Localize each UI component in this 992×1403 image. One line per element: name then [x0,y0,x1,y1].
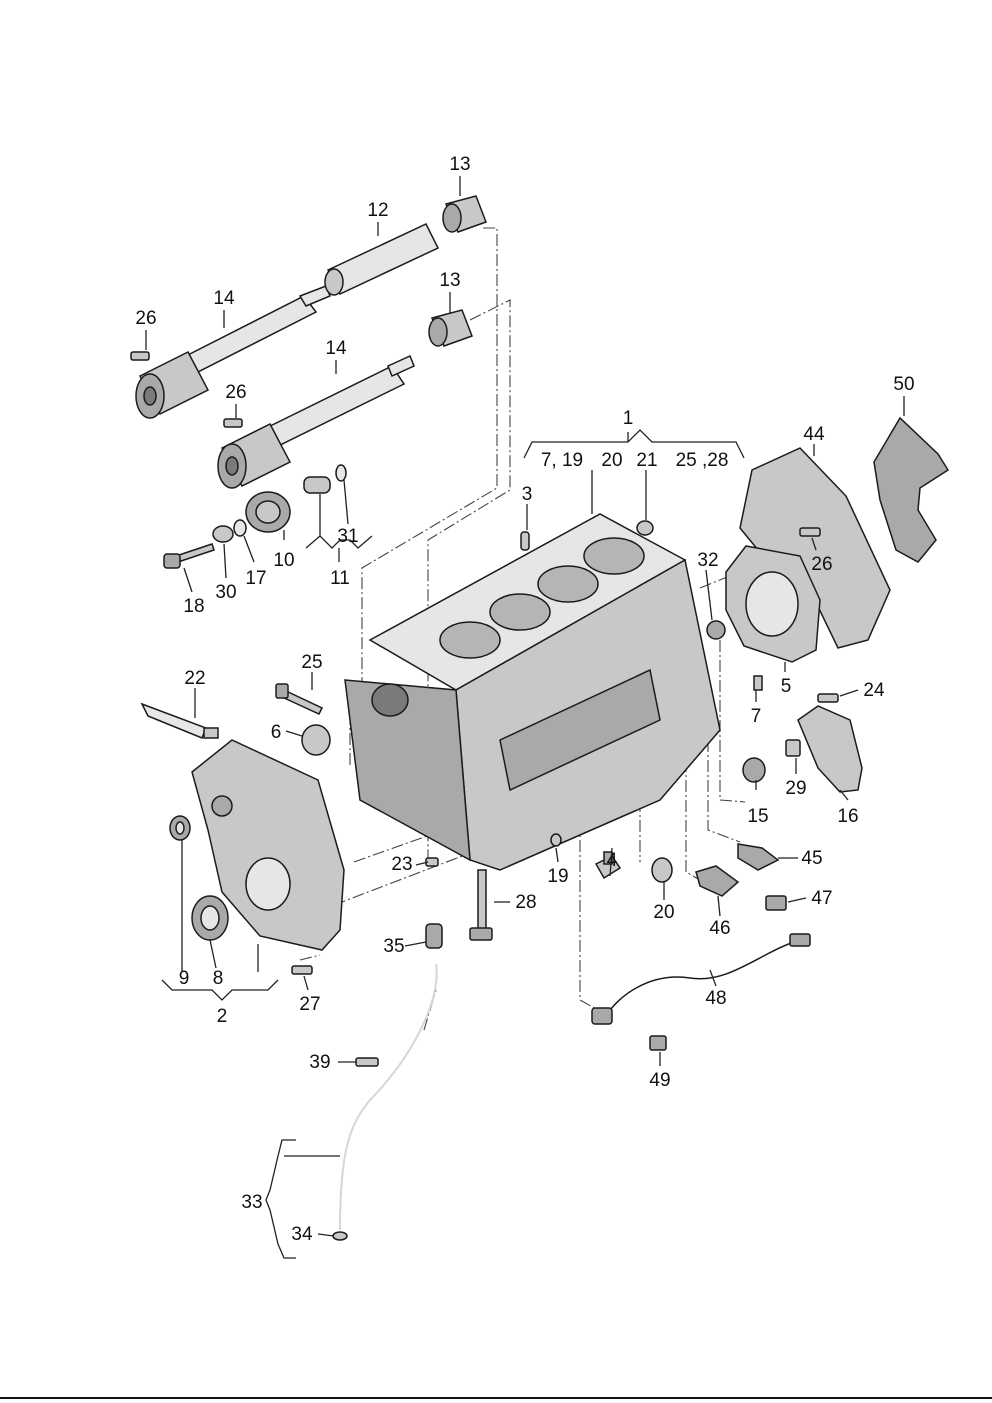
bolt-25 [275,683,324,715]
pin-7 [753,675,763,691]
label-23: 23 [391,854,412,875]
o-ring-34 [332,1231,348,1241]
label-33: 33 [241,1192,262,1213]
sealing-flange-5 [725,545,821,663]
label-10: 10 [273,550,294,571]
sensor-46 [695,865,740,897]
label-9: 9 [179,968,190,989]
washer-30 [212,525,234,543]
bolt-29 [785,739,801,757]
label-22: 22 [184,668,205,689]
label-21: 21 [636,450,657,471]
label-35: 35 [383,936,404,957]
label-4: 4 [607,850,618,871]
seal-35 [425,923,443,949]
label-39: 39 [309,1052,330,1073]
label-7-19: 7, 19 [541,450,583,471]
label-13-lower: 13 [439,270,460,291]
bolt-26-a [130,351,150,361]
balance-shaft-tube [324,223,440,296]
label-15: 15 [747,806,768,827]
label-30: 30 [215,582,236,603]
bolt-49 [649,1035,667,1051]
pin-11 [303,464,347,494]
cover-50 [873,416,950,563]
label-6: 6 [271,722,282,743]
bolt-26-c [799,527,821,537]
label-50: 50 [893,374,914,395]
label-27: 27 [299,994,320,1015]
bolt-27 [291,965,313,975]
label-1: 1 [623,408,634,429]
label-16: 16 [837,806,858,827]
balance-shaft-upper [135,285,331,419]
label-25-28: 25 ,28 [676,450,729,471]
seal-8 [191,895,229,941]
leader-lines [145,176,905,1259]
wiring-48 [591,933,811,1025]
label-20: 20 [601,450,622,471]
label-5: 5 [781,676,792,697]
label-3: 3 [522,484,533,505]
label-14-lower: 14 [325,338,347,359]
cylinder-block [344,513,721,871]
label-24: 24 [863,680,885,701]
sender-15 [742,757,766,783]
plug-19 [550,833,562,847]
bolt-39 [355,1057,379,1067]
bolt-18 [163,543,215,569]
label-44: 44 [803,424,825,445]
label-25: 25 [301,652,322,673]
oil-jet-4 [594,851,622,880]
label-46: 46 [709,918,730,939]
label-26-b: 26 [225,382,246,403]
label-49: 49 [649,1070,670,1091]
label-12: 12 [367,200,388,221]
sealant-tube-22 [140,702,219,739]
label-34: 34 [291,1224,313,1245]
label-26-a: 26 [135,308,156,329]
bolt-26-b [223,418,243,428]
label-19: 19 [547,866,568,887]
bolt-24 [817,693,839,703]
dipstick-guide-33 [339,963,438,1231]
label-17: 17 [245,568,266,589]
label-31: 31 [337,526,358,547]
plug-6 [301,724,331,756]
label-29: 29 [785,778,806,799]
sleeve-3 [520,531,530,551]
label-45: 45 [801,848,822,869]
bolt-47 [765,895,787,911]
label-28: 28 [515,892,536,913]
label-14-upper: 14 [213,288,235,309]
balance-shaft-lower [217,354,415,489]
bolt-28 [469,869,493,941]
seal-32 [706,620,726,640]
label-32: 32 [697,550,718,571]
cover-16 [797,705,863,793]
sleeve-21 [636,520,654,536]
label-26-c: 26 [811,554,832,575]
callout-labels: 1 2 3 4 5 6 7 7, 19 8 9 10 11 12 13 13 1… [135,154,914,1245]
label-48: 48 [705,988,726,1009]
bearing-13-upper [442,195,487,233]
plug-20 [651,857,673,883]
label-8: 8 [213,968,224,989]
washer-17 [233,519,247,537]
timing-case-cover [191,739,345,951]
label-47: 47 [811,888,832,909]
label-2: 2 [217,1006,228,1027]
bearing-13-lower [428,309,473,347]
label-7: 7 [751,706,762,727]
intermediate-gear-10 [245,491,291,533]
label-18: 18 [183,596,204,617]
label-20-plug: 20 [653,902,674,923]
label-11: 11 [330,568,350,589]
seal-9 [169,815,191,841]
label-13-upper: 13 [449,154,470,175]
pressure-switch-45 [737,843,780,871]
